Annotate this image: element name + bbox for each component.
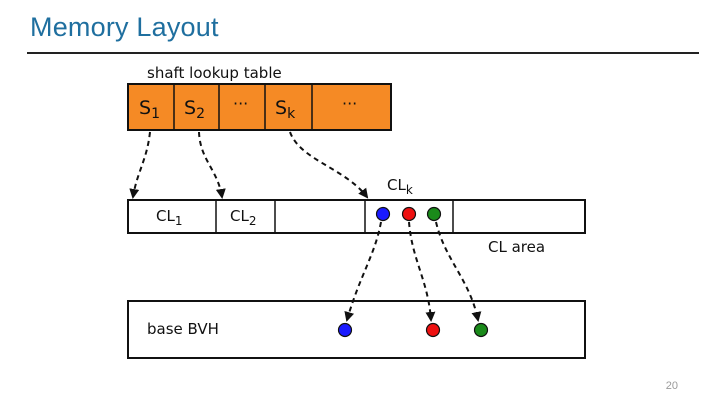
arrow-s2-to-cl2 <box>198 131 226 199</box>
cl-node-blue <box>375 206 391 222</box>
base-bvh-label: base BVH <box>147 320 219 338</box>
arrow-sk-to-clk <box>289 131 369 199</box>
arrow-red-to-bvh <box>408 221 436 322</box>
base-bvh: base BVH <box>127 300 586 359</box>
clk-label: CLk <box>387 176 413 197</box>
shaft-lookup-table: S1 S2 ··· Sk ··· <box>127 83 392 131</box>
cl-node-red <box>401 206 417 222</box>
arrow-green-to-bvh <box>435 221 482 322</box>
cl-node-green <box>426 206 442 222</box>
cl-area-label: CL area <box>488 238 545 256</box>
cl-cell-2: CL2 <box>230 207 256 228</box>
shaft-cell-s1: S1 <box>139 97 160 122</box>
arrow-blue-to-bvh <box>344 221 382 322</box>
slide-title: Memory Layout <box>30 12 219 42</box>
cl-area: CL1 CL2 <box>127 199 586 234</box>
bvh-node-green <box>473 322 489 338</box>
shaft-cell-s2: S2 <box>184 97 205 122</box>
pointer-arrows <box>129 131 482 322</box>
shaft-cell-ellipsis-1: ··· <box>233 94 248 113</box>
title-divider <box>27 52 699 54</box>
cl-cell-1: CL1 <box>156 207 182 228</box>
shaft-cell-sk: Sk <box>275 97 296 122</box>
bvh-node-blue <box>337 322 353 338</box>
arrow-s1-to-cl1 <box>129 131 151 199</box>
lookup-table-label: shaft lookup table <box>147 64 282 82</box>
bvh-node-red <box>425 322 441 338</box>
page-number: 20 <box>665 380 678 392</box>
shaft-cell-ellipsis-2: ··· <box>342 94 357 113</box>
